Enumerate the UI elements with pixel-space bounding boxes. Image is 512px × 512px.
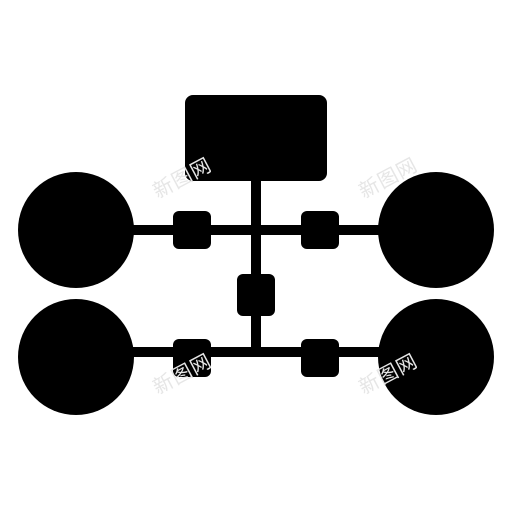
node-circle-top-right (378, 172, 494, 288)
connector-square-middle (237, 274, 275, 316)
connector-square-upper-right (301, 211, 339, 249)
connector-square-lower-right (301, 339, 339, 377)
node-circle-bottom-left (18, 299, 134, 415)
node-circle-bottom-right (378, 299, 494, 415)
node-circle-top-left (18, 172, 134, 288)
connector-square-lower-left (173, 339, 211, 377)
connector-square-upper-left (173, 211, 211, 249)
top-node-box (185, 95, 327, 181)
